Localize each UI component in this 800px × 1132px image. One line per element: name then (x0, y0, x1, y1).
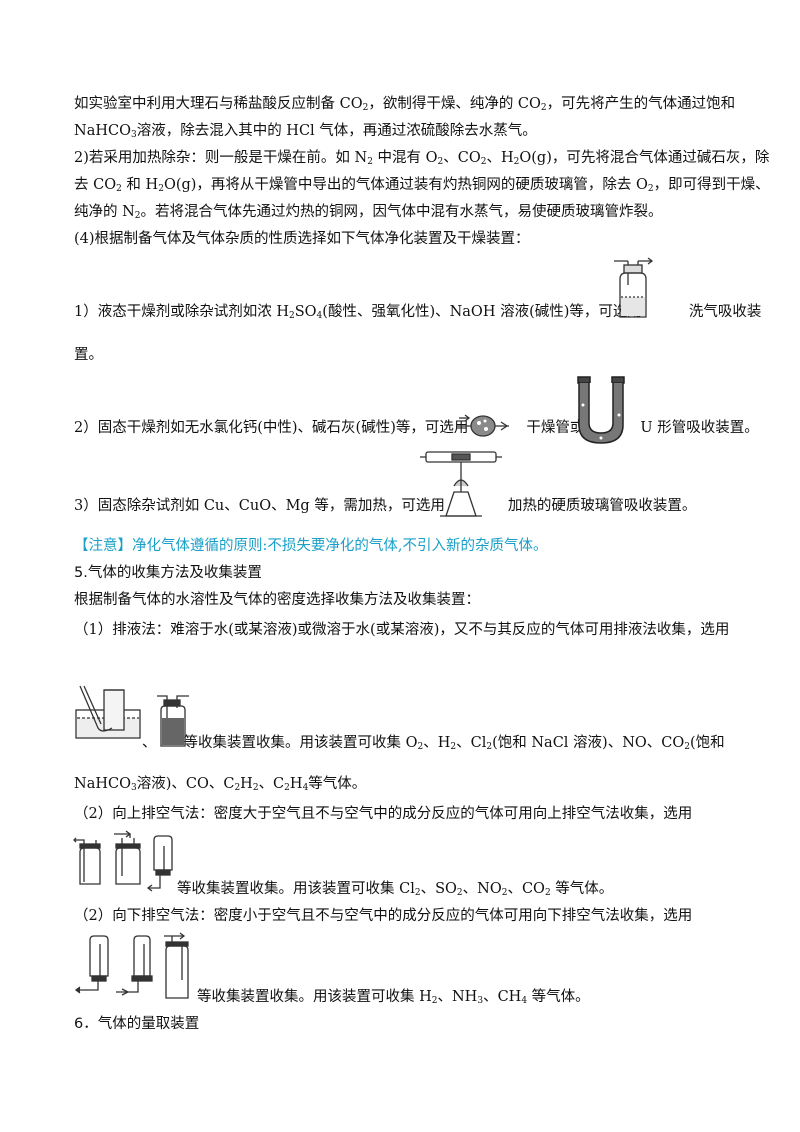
paragraph-line: 等收集装置收集。用该装置可收集 Cl2、SO2、NO2、CO2 等气体。 (177, 881, 614, 898)
downward-air-displacement-icons (72, 930, 196, 1002)
section-heading: 6．气体的量取装置 (74, 1016, 200, 1032)
paragraph-line: 置。 (74, 347, 103, 363)
paragraph-line: 如实验室中利用大理石与稀盐酸反应制备 CO2，欲制得干燥、纯净的 CO2，可先将… (74, 96, 736, 113)
paragraph-line: NaHCO3溶液，除去混入其中的 HCl 气体，再通过浓硫酸除去水蒸气。 (74, 123, 537, 140)
water-trough-collection-icon (74, 684, 144, 742)
drying-tube-icon (455, 408, 511, 444)
upward-air-displacement-icons (72, 830, 176, 892)
paragraph-line: 纯净的 N2。若将混合气体先通过灼热的铜网，因气体中混有水蒸气，易使硬质玻璃管炸… (74, 204, 663, 221)
paragraph-line: 1）液态干燥剂或除杂试剂如浓 H2SO4(酸性、强氧化性)、NaOH 溶液(碱性… (74, 304, 762, 321)
paragraph-line: （1）排液法：难溶于水(或某溶液)或微溶于水(或某溶液)，又不与其反应的气体可用… (74, 622, 730, 638)
liquid-displacement-bottle-icon (155, 690, 191, 748)
paragraph-line: （2）向下排空气法：密度小于空气且不与空气中的成分反应的气体可用向下排空气法收集… (74, 908, 693, 924)
paragraph-line: 去 CO2 和 H2O(g)，再将从干燥管中导出的气体通过装有灼热铜网的硬质玻璃… (74, 177, 770, 194)
paragraph-line: （2）向上排空气法：密度大于空气且不与空气中的成分反应的气体可用向上排空气法收集… (74, 806, 693, 822)
note-line: 【注意】净化气体遵循的原则:不损失要净化的气体,不引入新的杂质气体。 (74, 538, 548, 554)
paragraph-line: 2)若采用加热除杂：则一般是干燥在前。如 N2 中混有 O2、CO2、H2O(g… (74, 150, 770, 167)
paragraph-line: 等收集装置收集。用该装置可收集 H2、NH3、CH4 等气体。 (197, 989, 590, 1006)
paragraph-line: 根据制备气体的水溶性及气体的密度选择收集方法及收集装置： (74, 592, 480, 608)
section-heading: 5.气体的收集方法及收集装置 (74, 565, 262, 581)
hard-glass-tube-heating-icon (420, 446, 502, 518)
paragraph-line: NaHCO3溶液)、CO、C2H2、C2H4等气体。 (74, 776, 367, 793)
u-tube-icon (575, 375, 627, 447)
paragraph-line: (4)根据制备气体及气体杂质的性质选择如下气体净化装置及干燥装置： (74, 231, 530, 247)
paragraph-line: 、等收集装置收集。用该装置可收集 O2、H2、Cl2(饱和 NaCl 溶液)、N… (142, 735, 725, 752)
gas-washing-bottle-icon (610, 255, 656, 323)
paragraph-line: 3）固态除杂试剂如 Cu、CuO、Mg 等，需加热，可选用加热的硬质玻璃管吸收装… (74, 498, 697, 514)
